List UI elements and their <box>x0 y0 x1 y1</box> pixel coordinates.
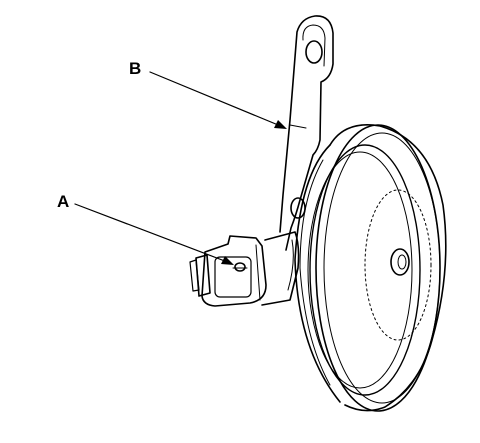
horn-body <box>295 125 446 411</box>
horn-center-hub <box>391 249 409 275</box>
leader-line-a <box>75 204 230 263</box>
arrowhead-a <box>221 256 234 265</box>
horn-neck <box>262 232 299 305</box>
leader-line-b <box>150 72 283 127</box>
arrowhead-b <box>274 120 287 129</box>
mounting-bracket <box>280 16 333 250</box>
leader-lines <box>75 72 283 263</box>
callout-label-a: A <box>57 192 70 211</box>
callout-label-b: B <box>129 59 142 78</box>
bracket-rivet <box>291 198 305 218</box>
bracket-bolt-hole <box>306 41 322 63</box>
electrical-connector <box>190 236 266 306</box>
connector-terminal <box>235 263 245 271</box>
